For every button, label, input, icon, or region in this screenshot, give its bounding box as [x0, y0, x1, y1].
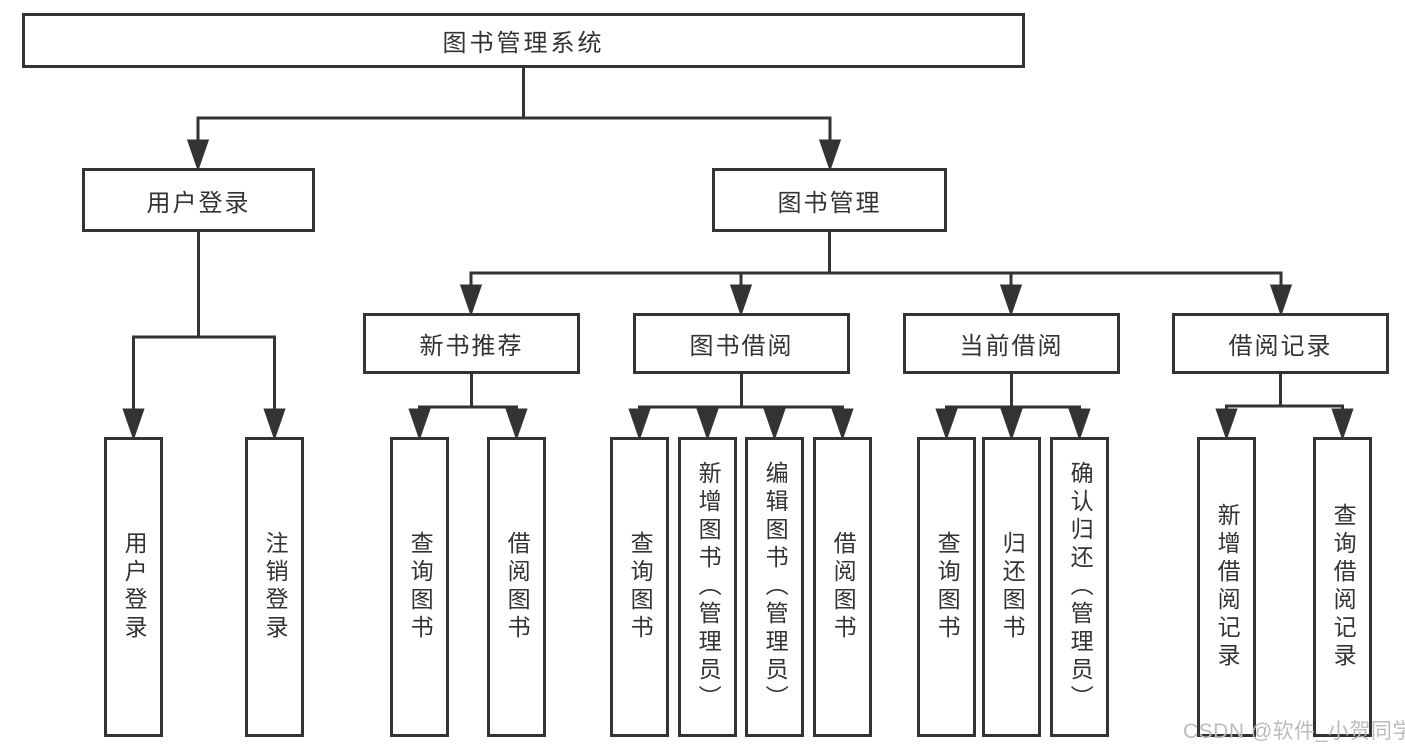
leaf-cb-confirm-return-admin-label: 确认归还（管理员）	[1067, 461, 1094, 713]
node-book-borrowing: 图书借阅	[633, 313, 850, 374]
leaf-logout-label: 注销登录	[262, 531, 289, 643]
leaf-bb-edit-books-admin: 编辑图书（管理员）	[745, 437, 804, 737]
leaf-logout: 注销登录	[245, 437, 304, 737]
leaf-cb-return-books-label: 归还图书	[999, 531, 1026, 643]
leaf-nbr-borrow-books-label: 借阅图书	[504, 531, 531, 643]
node-book-management: 图书管理	[712, 168, 947, 232]
leaf-user-login: 用户登录	[104, 437, 163, 737]
leaf-bb-add-books-admin-label: 新增图书（管理员）	[695, 461, 722, 713]
leaf-nbr-query-books: 查询图书	[390, 437, 449, 737]
node-current-borrowing: 当前借阅	[903, 313, 1120, 374]
leaf-cb-query-books-label: 查询图书	[934, 531, 961, 643]
leaf-bb-edit-books-admin-label: 编辑图书（管理员）	[762, 461, 789, 713]
node-root-label: 图书管理系统	[442, 30, 605, 57]
leaf-br-query-record: 查询借阅记录	[1313, 437, 1372, 737]
leaf-br-add-record-label: 新增借阅记录	[1214, 503, 1241, 671]
leaf-cb-query-books: 查询图书	[917, 437, 976, 737]
leaf-bb-query-books: 查询图书	[610, 437, 669, 737]
node-book-borrowing-label: 图书借阅	[689, 333, 794, 360]
leaf-bb-add-books-admin: 新增图书（管理员）	[678, 437, 737, 737]
node-user-login-label: 用户登录	[146, 189, 251, 217]
watermark: CSDN @软件_小贺同学	[1183, 720, 1405, 743]
node-borrowing-records: 借阅记录	[1172, 313, 1389, 374]
leaf-br-add-record: 新增借阅记录	[1197, 437, 1256, 737]
leaf-bb-query-books-label: 查询图书	[627, 531, 654, 643]
node-root: 图书管理系统	[22, 13, 1025, 68]
leaf-nbr-borrow-books: 借阅图书	[487, 437, 546, 737]
node-book-management-label: 图书管理	[777, 189, 882, 217]
leaf-bb-borrow-books-label: 借阅图书	[830, 531, 857, 643]
leaf-bb-borrow-books: 借阅图书	[813, 437, 872, 737]
node-current-borrowing-label: 当前借阅	[959, 333, 1064, 360]
leaf-br-query-record-label: 查询借阅记录	[1330, 503, 1357, 671]
leaf-cb-return-books: 归还图书	[982, 437, 1041, 737]
node-user-login: 用户登录	[82, 168, 315, 232]
node-borrowing-records-label: 借阅记录	[1228, 333, 1333, 360]
leaf-user-login-label: 用户登录	[121, 531, 148, 643]
node-new-book-recommend: 新书推荐	[363, 313, 580, 374]
leaf-nbr-query-books-label: 查询图书	[407, 531, 434, 643]
leaf-cb-confirm-return-admin: 确认归还（管理员）	[1050, 437, 1109, 737]
node-new-book-recommend-label: 新书推荐	[419, 333, 524, 360]
